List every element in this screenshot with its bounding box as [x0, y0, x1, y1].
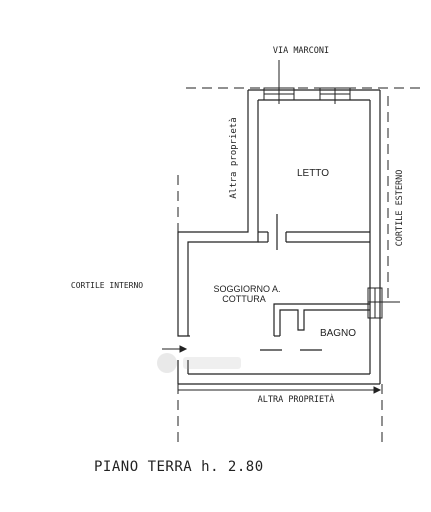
floor-caption: PIANO TERRA h. 2.80 — [94, 459, 264, 475]
watermark-logo-icon — [157, 353, 241, 373]
bottom-arrow — [178, 386, 382, 394]
bottom-boundary-label: ALTRA PROPRIETÀ — [258, 393, 335, 405]
boundary-lines — [177, 87, 420, 442]
left-boundary-label: Altra proprietà — [229, 117, 239, 198]
room-bath-label: BAGNO — [320, 328, 356, 339]
bath-wall — [273, 303, 370, 336]
window-right — [367, 287, 400, 319]
bath-wall-inner — [279, 309, 370, 336]
room-living-label-2: COTTURA — [222, 294, 266, 304]
courtyard-external-label: CORTILE ESTERNO — [395, 170, 405, 247]
outer-wall-inner — [187, 100, 259, 336]
courtyard-internal-label: CORTILE INTERNO — [71, 281, 143, 290]
street-label: VIA MARCONI — [273, 46, 329, 56]
entrance-arrow-icon — [162, 345, 188, 353]
walls — [177, 89, 381, 385]
room-living-label: SOGGIORNO A. — [213, 284, 280, 294]
room-bedroom-label: LETTO — [297, 168, 329, 179]
